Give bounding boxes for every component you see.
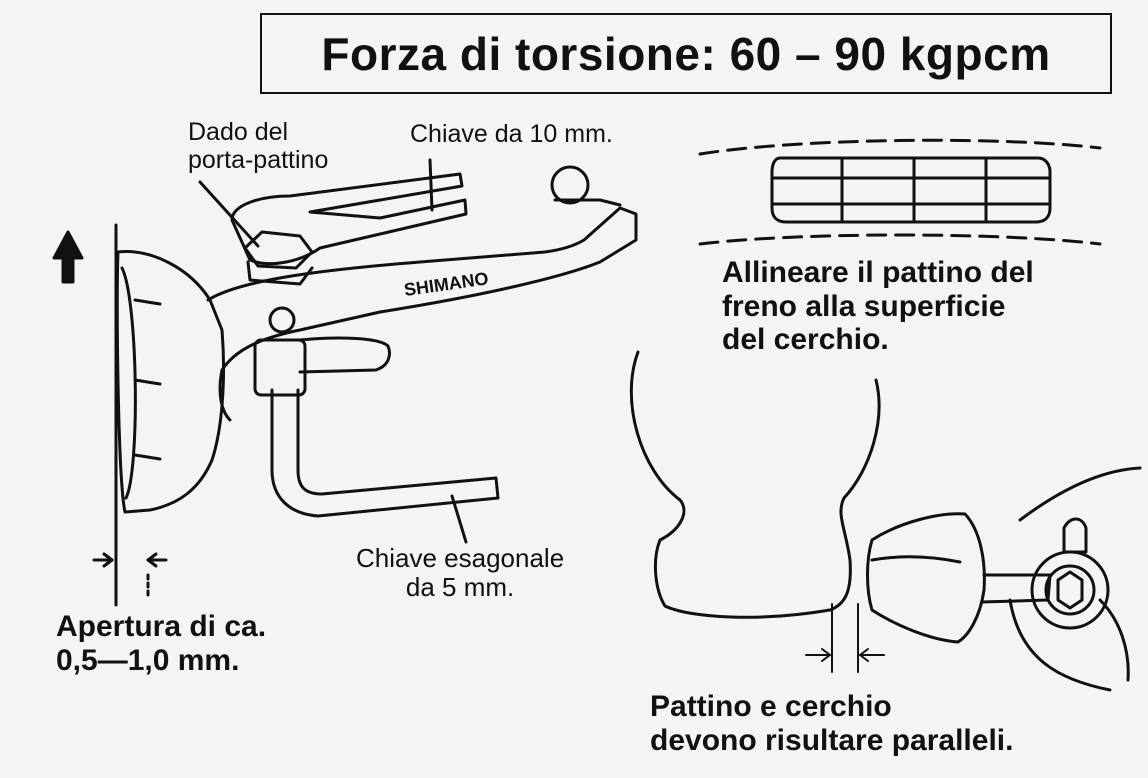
brake-pad-top — [770, 156, 1052, 224]
brake-shoe — [115, 249, 226, 514]
shoe-holder-nut — [243, 230, 314, 270]
hex-key-5mm — [270, 388, 500, 518]
title-box: Forza di torsione: 60 – 90 kgpcm — [260, 13, 1112, 94]
brake-arm — [206, 206, 638, 372]
label-chiave-esagonale: Chiave esagonale da 5 mm. — [356, 543, 565, 603]
brake-shoe-side — [866, 512, 986, 644]
rim-cross-section — [629, 350, 881, 619]
label-chiave-10mm: Chiave da 10 mm. — [410, 120, 613, 148]
caliper-arm-right — [1018, 466, 1142, 522]
label-paralleli: Pattino e cerchio devono risultare paral… — [650, 690, 1014, 757]
label-apertura: Apertura di ca. 0,5—1,0 mm. — [56, 610, 267, 677]
page-title: Forza di torsione: 60 – 90 kgpcm — [321, 27, 1051, 80]
label-dado: Dado del porta-pattino — [188, 118, 329, 174]
up-arrow-icon — [52, 230, 84, 284]
wrench-10mm — [230, 172, 468, 266]
label-allineare: Allineare il pattino del freno alla supe… — [722, 256, 1034, 357]
